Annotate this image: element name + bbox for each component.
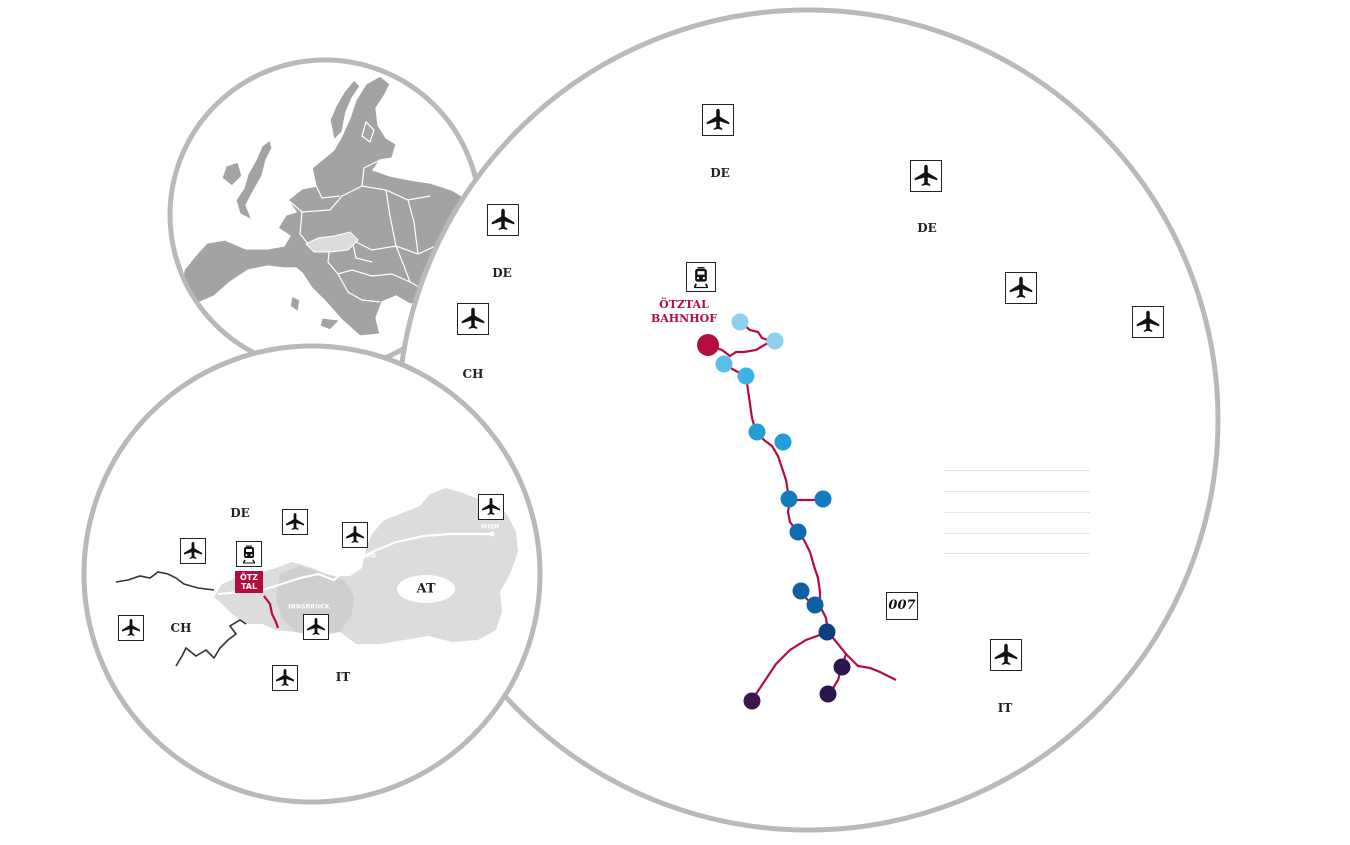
country-label-de: DE — [492, 266, 512, 280]
country-label-it: IT — [335, 670, 351, 684]
airplane-icon[interactable] — [478, 494, 504, 520]
city-label-wien: WIEN — [480, 523, 500, 531]
europe-map-circle — [167, 57, 483, 373]
airplane-icon[interactable] — [303, 614, 329, 640]
divider-line — [944, 553, 1090, 554]
stop-marker — [792, 582, 810, 600]
train-icon[interactable] — [236, 541, 262, 567]
city-label-salzburg: LZBURG — [347, 552, 377, 560]
stop-marker — [819, 685, 837, 703]
stop-marker — [743, 692, 761, 710]
airplane-icon[interactable] — [272, 665, 298, 691]
route-number-badge[interactable]: 007 — [886, 592, 918, 620]
station-label-line: BAHNHOF — [650, 312, 718, 325]
station-label-line: ÖTZTAL — [659, 298, 709, 311]
airplane-icon[interactable] — [487, 204, 519, 236]
country-label-de: DE — [230, 506, 250, 520]
airplane-icon[interactable] — [180, 538, 206, 564]
europe-land — [181, 75, 477, 337]
country-label-ch: CH — [170, 621, 192, 635]
badge-line: TAL — [240, 582, 258, 591]
airplane-icon[interactable] — [990, 639, 1022, 671]
airplane-icon[interactable] — [118, 615, 144, 641]
stop-marker — [833, 658, 851, 676]
divider-line — [944, 470, 1090, 471]
stop-marker — [818, 623, 836, 641]
stop-marker — [814, 490, 832, 508]
airplane-icon[interactable] — [282, 509, 308, 535]
airplane-icon[interactable] — [457, 303, 489, 335]
train-icon[interactable] — [686, 262, 716, 292]
stop-marker — [737, 367, 755, 385]
country-label-de: DE — [710, 166, 730, 180]
stop-marker — [789, 523, 807, 541]
airplane-icon[interactable] — [1005, 272, 1037, 304]
stop-marker — [748, 423, 766, 441]
country-label-de: DE — [917, 221, 937, 235]
stop-marker — [806, 596, 824, 614]
airplane-icon[interactable] — [1132, 306, 1164, 338]
airplane-icon[interactable] — [910, 160, 942, 192]
badge-line: ÖTZ — [239, 573, 259, 582]
stop-marker — [774, 433, 792, 451]
austria-overview-circle — [81, 343, 543, 805]
station-marker — [697, 334, 719, 356]
oetztal-badge[interactable]: ÖTZ TAL — [235, 571, 263, 593]
stop-marker — [731, 313, 749, 331]
city-label-innsbruck: INNSBRUCK — [288, 603, 330, 611]
country-label-at: AT — [416, 581, 436, 597]
country-label-ch: CH — [462, 367, 484, 381]
country-label-it: IT — [997, 701, 1013, 715]
stop-marker — [780, 490, 798, 508]
stop-marker — [715, 355, 733, 373]
airplane-icon[interactable] — [342, 522, 368, 548]
divider-line — [944, 491, 1090, 492]
divider-line — [944, 533, 1090, 534]
stop-marker — [766, 332, 784, 350]
oetztal-detail-circle — [395, 7, 1221, 833]
divider-line — [944, 512, 1090, 513]
airplane-icon[interactable] — [702, 104, 734, 136]
station-label: ÖTZTAL BAHNHOF — [651, 298, 717, 326]
route-stops — [697, 313, 851, 710]
